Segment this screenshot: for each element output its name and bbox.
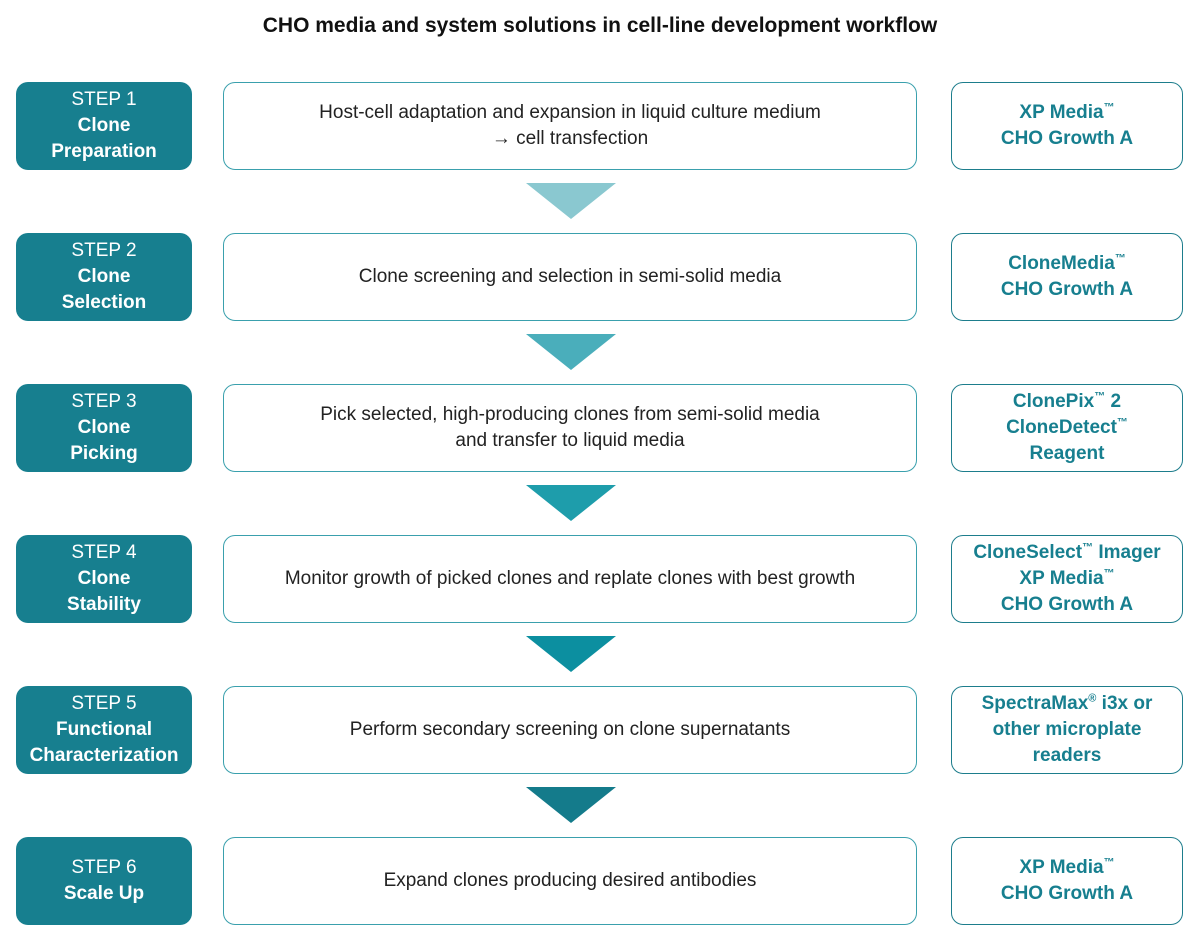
product-name: CHO Growth A <box>1000 883 1134 904</box>
trademark-mark: ™ <box>1103 567 1115 580</box>
workflow-row-6: STEP 6 Scale Up Expand clones producing de… <box>0 837 1200 925</box>
description-line: Clone screening and selection in semi-so… <box>358 266 782 287</box>
step-name-line: Scale Up <box>63 883 145 904</box>
product-name-suffix: Imager <box>1093 542 1161 563</box>
description-line: → cell transfection <box>491 128 649 149</box>
description-line: Monitor growth of picked clones and repl… <box>284 568 856 589</box>
flow-arrow-1 <box>526 183 616 219</box>
product-name: readers <box>1032 745 1102 766</box>
product-line: XP Media™ <box>1019 855 1114 881</box>
trademark-mark: ™ <box>1094 390 1106 403</box>
step-number: STEP 6 <box>71 857 137 878</box>
product-line: CHO Growth A <box>1001 881 1133 907</box>
description-line: Pick selected, high-producing clones fro… <box>320 404 820 425</box>
step-name-line: Stability <box>67 594 141 615</box>
step-badge: STEP 6 Scale Up <box>16 837 192 925</box>
trademark-mark: ™ <box>1082 541 1094 554</box>
trademark-mark: ™ <box>1116 416 1128 429</box>
product-line: CHO Growth A <box>1001 277 1133 303</box>
step-description-box: Pick selected, high-producing clones fro… <box>223 384 917 472</box>
product-name-suffix: i3x or <box>1096 693 1153 714</box>
trademark-mark: ™ <box>1103 101 1115 114</box>
product-line: ClonePix™ 2 <box>1013 389 1121 415</box>
step-name-line: Picking <box>70 443 138 464</box>
product-name: CloneDetect <box>1006 417 1117 438</box>
trademark-mark: ® <box>1088 692 1097 705</box>
product-name: Reagent <box>1029 443 1105 464</box>
product-name: CloneMedia <box>1008 253 1115 274</box>
product-line: other microplate <box>993 717 1142 743</box>
step-number: STEP 4 <box>71 542 137 563</box>
product-line: CHO Growth A <box>1001 592 1133 618</box>
step-description-box: Perform secondary screening on clone sup… <box>223 686 917 774</box>
step-name-line: Clone <box>77 115 131 136</box>
step-description-box: Monitor growth of picked clones and repl… <box>223 535 917 623</box>
diagram-title: CHO media and system solutions in cell-l… <box>262 14 938 37</box>
product-name: CHO Growth A <box>1000 279 1134 300</box>
step-name-line: Clone <box>77 266 131 287</box>
step-number: STEP 2 <box>71 240 137 261</box>
step-description-box: Expand clones producing desired antibodi… <box>223 837 917 925</box>
flow-arrow-4 <box>526 636 616 672</box>
product-line: CloneSelect™ Imager <box>973 540 1160 566</box>
product-line: readers <box>1033 743 1102 769</box>
flow-arrow-5 <box>526 787 616 823</box>
product-line: CloneMedia™ <box>1008 251 1126 277</box>
description-line: and transfer to liquid media <box>455 430 685 451</box>
flow-arrow-3 <box>526 485 616 521</box>
step-name-line: Preparation <box>51 141 157 162</box>
product-name: SpectraMax <box>981 693 1089 714</box>
product-name: ClonePix <box>1012 391 1095 412</box>
trademark-mark: ™ <box>1103 856 1115 869</box>
product-line: CloneDetect™ <box>1006 415 1128 441</box>
flow-arrow-2 <box>526 334 616 370</box>
step-description-box: Clone screening and selection in semi-so… <box>223 233 917 321</box>
step-number: STEP 1 <box>71 89 137 110</box>
step-name-line: Functional <box>55 719 153 740</box>
product-name: CHO Growth A <box>1000 128 1134 149</box>
product-name-suffix: 2 <box>1105 391 1122 412</box>
product-name: CHO Growth A <box>1000 594 1134 615</box>
step-name-line: Clone <box>77 568 131 589</box>
product-name: XP Media <box>1019 857 1104 878</box>
description-line: Expand clones producing desired antibodi… <box>383 870 757 891</box>
product-name: other microplate <box>992 719 1142 740</box>
step-name-line: Clone <box>77 417 131 438</box>
step-name-line: Selection <box>61 292 147 313</box>
product-name: XP Media <box>1019 568 1104 589</box>
product-line: SpectraMax® i3x or <box>982 691 1153 717</box>
product-line: XP Media™ <box>1019 566 1114 592</box>
step-description-box: Host-cell adaptation and expansion in li… <box>223 82 917 170</box>
step-number: STEP 3 <box>71 391 137 412</box>
product-name: CloneSelect <box>973 542 1083 563</box>
step-number: STEP 5 <box>71 693 137 714</box>
product-name: XP Media <box>1019 102 1104 123</box>
step-name-line: Characterization <box>29 745 179 766</box>
trademark-mark: ™ <box>1114 252 1126 265</box>
product-line: Reagent <box>1030 441 1105 467</box>
description-line: Host-cell adaptation and expansion in li… <box>319 102 821 123</box>
product-line: CHO Growth A <box>1001 126 1133 152</box>
product-line: XP Media™ <box>1019 100 1114 126</box>
description-line: Perform secondary screening on clone sup… <box>349 719 791 740</box>
